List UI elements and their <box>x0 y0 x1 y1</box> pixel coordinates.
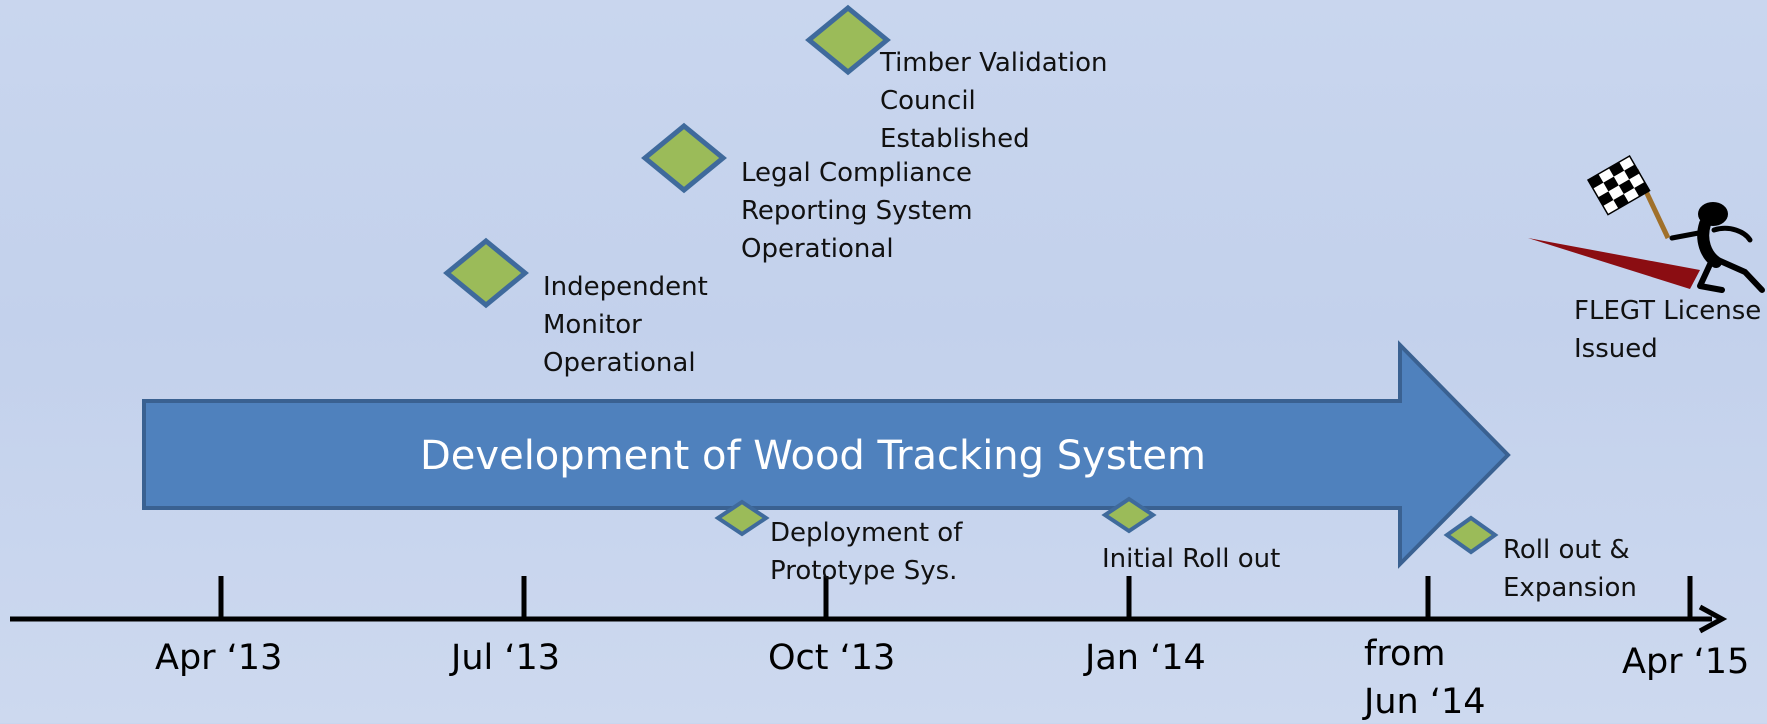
time-axis-arrowhead <box>1698 604 1728 634</box>
flegt-license-label-line-1: FLEGT License <box>1574 296 1762 326</box>
prototype-label-line-1: Deployment of <box>770 518 963 548</box>
timber-validation-label-line-3: Established <box>880 124 1030 154</box>
finish-line-flag-icon <box>1528 154 1765 293</box>
red-carpet-shape <box>1528 238 1700 289</box>
expansion-label-line-2: Expansion <box>1503 573 1637 603</box>
axis-label-oct-13: Oct ‘13 <box>768 638 896 678</box>
milestone-diamond-legal-compliance <box>641 122 727 194</box>
axis-label-jul-13: Jul ‘13 <box>451 638 561 678</box>
timber-validation-label-line-1: Timber Validation <box>880 48 1108 78</box>
flegt-license-label-line-2: Issued <box>1574 334 1658 364</box>
prototype-label-line-2: Prototype Sys. <box>770 556 958 586</box>
banner-title: Development of Wood Tracking System <box>420 433 1206 479</box>
phase-diamond-prototype <box>714 499 770 537</box>
development-banner-arrow <box>142 340 1511 569</box>
independent-monitor-label-line-3: Operational <box>543 348 696 378</box>
independent-monitor-label-line-2: Monitor <box>543 310 642 340</box>
phase-diamond-initial-rollout <box>1101 496 1157 534</box>
axis-label-jan-14: Jan ‘14 <box>1085 638 1206 678</box>
timber-validation-label-line-2: Council <box>880 86 976 116</box>
legal-compliance-label-line-1: Legal Compliance <box>741 158 972 188</box>
phase-diamond-expansion <box>1443 515 1499 555</box>
milestone-diamond-independent-monitor <box>443 237 529 309</box>
independent-monitor-label-line-1: Independent <box>543 272 708 302</box>
axis-label-from: from <box>1364 634 1446 674</box>
axis-label-apr-13: Apr ‘13 <box>155 638 283 678</box>
legal-compliance-label-line-3: Operational <box>741 234 894 264</box>
axis-label-jun-14: Jun ‘14 <box>1364 682 1486 722</box>
initial-rollout-label: Initial Roll out <box>1102 544 1281 574</box>
legal-compliance-label-line-2: Reporting System <box>741 196 973 226</box>
expansion-label-line-1: Roll out & <box>1503 535 1630 565</box>
milestone-diamond-timber-validation <box>805 4 891 76</box>
axis-label-apr-15: Apr ‘15 <box>1622 642 1750 682</box>
